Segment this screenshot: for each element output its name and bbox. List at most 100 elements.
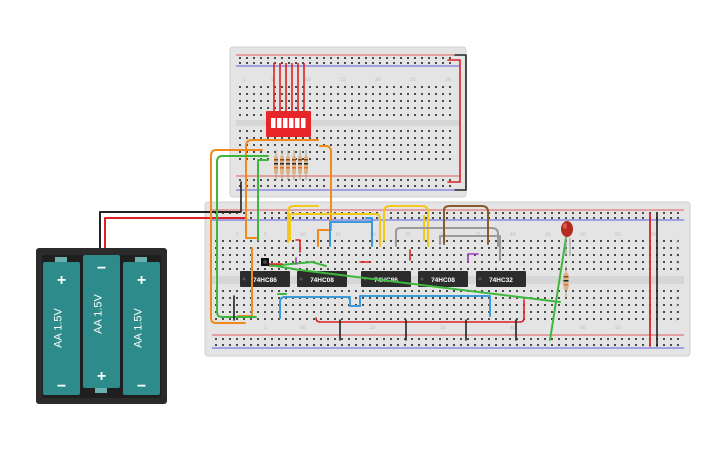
breadboard-hole[interactable] bbox=[442, 137, 444, 139]
breadboard-hole[interactable] bbox=[421, 144, 423, 146]
breadboard-hole[interactable] bbox=[460, 318, 462, 320]
breadboard-hole[interactable] bbox=[530, 304, 532, 306]
breadboard-hole[interactable] bbox=[586, 261, 588, 263]
breadboard-hole[interactable] bbox=[281, 86, 283, 88]
breadboard-hole[interactable] bbox=[295, 151, 297, 153]
breadboard-hole[interactable] bbox=[253, 137, 255, 139]
breadboard-hole[interactable] bbox=[614, 290, 616, 292]
breadboard-hole[interactable] bbox=[215, 344, 217, 346]
breadboard-hole[interactable] bbox=[365, 137, 367, 139]
breadboard-hole[interactable] bbox=[313, 240, 315, 242]
breadboard-hole[interactable] bbox=[565, 344, 567, 346]
breadboard-hole[interactable] bbox=[264, 338, 266, 340]
breadboard-hole[interactable] bbox=[372, 107, 374, 109]
breadboard-hole[interactable] bbox=[488, 268, 490, 270]
breadboard-hole[interactable] bbox=[260, 144, 262, 146]
breadboard-hole[interactable] bbox=[285, 217, 287, 219]
breadboard-hole[interactable] bbox=[414, 114, 416, 116]
breadboard-hole[interactable] bbox=[229, 247, 231, 249]
breadboard-hole[interactable] bbox=[439, 290, 441, 292]
breadboard-hole[interactable] bbox=[309, 151, 311, 153]
breadboard-hole[interactable] bbox=[428, 158, 430, 160]
breadboard-hole[interactable] bbox=[663, 261, 665, 263]
breadboard-hole[interactable] bbox=[495, 290, 497, 292]
breadboard-hole[interactable] bbox=[474, 247, 476, 249]
breadboard-hole[interactable] bbox=[635, 240, 637, 242]
breadboard-hole[interactable] bbox=[274, 179, 276, 181]
breadboard-hole[interactable] bbox=[390, 338, 392, 340]
breadboard-hole[interactable] bbox=[663, 304, 665, 306]
breadboard-hole[interactable] bbox=[628, 344, 630, 346]
breadboard-hole[interactable] bbox=[222, 261, 224, 263]
breadboard-hole[interactable] bbox=[379, 158, 381, 160]
breadboard-hole[interactable] bbox=[635, 268, 637, 270]
breadboard-hole[interactable] bbox=[670, 290, 672, 292]
breadboard-hole[interactable] bbox=[250, 338, 252, 340]
breadboard-hole[interactable] bbox=[365, 144, 367, 146]
breadboard-hole[interactable] bbox=[260, 137, 262, 139]
breadboard-hole[interactable] bbox=[400, 144, 402, 146]
breadboard-hole[interactable] bbox=[421, 185, 423, 187]
breadboard-hole[interactable] bbox=[446, 254, 448, 256]
breadboard-hole[interactable] bbox=[572, 311, 574, 313]
breadboard-hole[interactable] bbox=[453, 318, 455, 320]
breadboard-hole[interactable] bbox=[600, 318, 602, 320]
breadboard-hole[interactable] bbox=[642, 290, 644, 292]
breadboard-hole[interactable] bbox=[365, 93, 367, 95]
breadboard-hole[interactable] bbox=[516, 297, 518, 299]
breadboard-hole[interactable] bbox=[306, 344, 308, 346]
breadboard-hole[interactable] bbox=[236, 240, 238, 242]
breadboard-hole[interactable] bbox=[355, 217, 357, 219]
breadboard-hole[interactable] bbox=[355, 338, 357, 340]
breadboard-hole[interactable] bbox=[642, 261, 644, 263]
breadboard-hole[interactable] bbox=[288, 185, 290, 187]
breadboard-hole[interactable] bbox=[257, 247, 259, 249]
breadboard-hole[interactable] bbox=[435, 57, 437, 59]
breadboard-hole[interactable] bbox=[670, 254, 672, 256]
breadboard-hole[interactable] bbox=[432, 344, 434, 346]
breadboard-hole[interactable] bbox=[355, 311, 357, 313]
breadboard-hole[interactable] bbox=[439, 247, 441, 249]
breadboard-hole[interactable] bbox=[537, 311, 539, 313]
breadboard-hole[interactable] bbox=[442, 130, 444, 132]
breadboard-hole[interactable] bbox=[572, 217, 574, 219]
breadboard-hole[interactable] bbox=[621, 344, 623, 346]
breadboard-hole[interactable] bbox=[271, 217, 273, 219]
breadboard-hole[interactable] bbox=[523, 254, 525, 256]
breadboard-hole[interactable] bbox=[337, 179, 339, 181]
breadboard-hole[interactable] bbox=[390, 240, 392, 242]
breadboard-hole[interactable] bbox=[372, 144, 374, 146]
breadboard-hole[interactable] bbox=[404, 261, 406, 263]
breadboard-hole[interactable] bbox=[351, 114, 353, 116]
breadboard-hole[interactable] bbox=[306, 217, 308, 219]
breadboard-hole[interactable] bbox=[530, 344, 532, 346]
breadboard-hole[interactable] bbox=[327, 240, 329, 242]
breadboard-hole[interactable] bbox=[670, 297, 672, 299]
breadboard-hole[interactable] bbox=[593, 261, 595, 263]
breadboard-hole[interactable] bbox=[502, 240, 504, 242]
breadboard-hole[interactable] bbox=[425, 304, 427, 306]
breadboard-hole[interactable] bbox=[411, 318, 413, 320]
breadboard-hole[interactable] bbox=[250, 217, 252, 219]
breadboard-hole[interactable] bbox=[523, 268, 525, 270]
breadboard-hole[interactable] bbox=[428, 93, 430, 95]
breadboard-hole[interactable] bbox=[579, 304, 581, 306]
breadboard-hole[interactable] bbox=[323, 151, 325, 153]
breadboard-hole[interactable] bbox=[264, 297, 266, 299]
resistor[interactable] bbox=[286, 156, 290, 174]
breadboard-hole[interactable] bbox=[243, 318, 245, 320]
breadboard-hole[interactable] bbox=[253, 158, 255, 160]
breadboard-hole[interactable] bbox=[495, 344, 497, 346]
breadboard-hole[interactable] bbox=[460, 344, 462, 346]
breadboard-hole[interactable] bbox=[400, 185, 402, 187]
breadboard-hole[interactable] bbox=[236, 247, 238, 249]
breadboard-hole[interactable] bbox=[239, 179, 241, 181]
breadboard-hole[interactable] bbox=[418, 268, 420, 270]
breadboard-hole[interactable] bbox=[397, 304, 399, 306]
breadboard-hole[interactable] bbox=[330, 62, 332, 64]
breadboard-hole[interactable] bbox=[246, 137, 248, 139]
breadboard-hole[interactable] bbox=[362, 297, 364, 299]
breadboard-hole[interactable] bbox=[425, 261, 427, 263]
breadboard-hole[interactable] bbox=[642, 344, 644, 346]
breadboard-hole[interactable] bbox=[449, 86, 451, 88]
